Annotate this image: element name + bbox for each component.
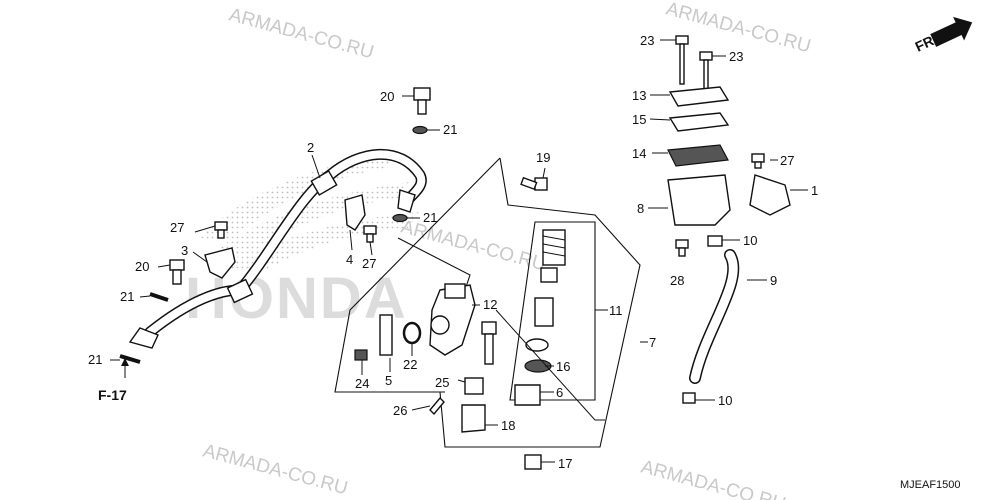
callout-24: 24 [355,376,369,391]
callout-10-bottom: 10 [718,393,732,408]
callout-6: 6 [556,385,563,400]
hose-joint-5 [379,314,393,356]
watermark-center: ARMADA-CO.RU [399,217,548,276]
washer-21-left [149,292,169,302]
page-reference: F-17 [98,358,129,403]
washer-21-top [412,125,428,135]
callout-20-top: 20 [380,89,394,104]
callout-27-left: 27 [362,256,376,271]
diaphragm-plate-15 [668,112,730,132]
callout-5: 5 [385,373,392,388]
reservoir-body-8 [667,174,731,226]
watermark-top-left: ARMADA-CO.RU [227,5,376,64]
callout-14: 14 [632,146,646,161]
callout-9: 9 [770,273,777,288]
callout-22: 22 [403,357,417,372]
callout-2: 2 [307,140,314,155]
callout-21-bottom: 21 [88,352,102,367]
leader-lines [110,39,808,463]
callout-25: 25 [435,375,449,390]
callout-13: 13 [632,88,646,103]
master-cylinder-body [429,283,476,356]
reservoir-cap-13 [668,86,730,107]
group-outline-11 [509,221,596,401]
o-ring-22 [402,321,422,345]
callout-3: 3 [181,243,188,258]
front-direction-arrow: FR. [913,16,973,55]
callout-labels: 23 23 13 15 14 8 27 1 10 28 9 10 2 20 21… [88,33,818,471]
clevis-18 [461,404,486,433]
bolt-27-right [751,153,765,169]
pushrod-joint [481,321,497,365]
diaphragm-14 [667,144,729,167]
boot-6 [514,384,541,406]
hose-clip-10-top [707,235,723,247]
washer-21-bottom [119,354,141,364]
callout-21-left: 21 [120,289,134,304]
page-reference-label: F-17 [98,387,127,403]
hose-clip-10-bottom [682,392,696,404]
piston-kit [525,229,566,352]
callout-8: 8 [637,201,644,216]
callout-21-mid: 21 [423,210,437,225]
reservoir-bracket-1 [749,174,791,216]
callout-7: 7 [649,335,656,350]
group-outline-master-cylinder [334,157,501,393]
bolt-19 [520,176,548,191]
hose-clamp-3 [204,247,236,279]
hose-clamp-4 [344,194,366,231]
bolt-28 [675,239,689,257]
callout-19: 19 [536,150,550,165]
watermark-bottom-left: ARMADA-CO.RU [201,441,350,500]
nut-25 [464,377,484,395]
brake-hose [128,148,427,349]
callout-15: 15 [632,112,646,127]
callout-16: 16 [556,359,570,374]
callout-20-left: 20 [135,259,149,274]
bolt-27-left [363,225,377,243]
honda-wing-logo: HONDA [185,152,420,331]
callout-26: 26 [393,403,407,418]
callout-21-top: 21 [443,122,457,137]
callout-27-clamp: 27 [170,220,184,235]
cotter-pin-26 [429,396,445,416]
diagram-code: MJEAF1500 [900,479,961,491]
callout-23-left: 23 [640,33,654,48]
group-outline-7 [439,157,641,448]
banjo-bolt-top [413,87,431,115]
callout-28: 28 [670,273,684,288]
callout-12: 12 [483,297,497,312]
callout-10-top: 10 [743,233,757,248]
callout-23-right: 23 [729,49,743,64]
watermark-bottom-right: ARMADA-CO.RU [639,457,788,500]
callout-1: 1 [811,183,818,198]
callout-11: 11 [609,303,623,318]
bolt-23-left [675,35,689,85]
screw-24 [354,349,368,361]
joint-pin-17 [524,454,542,470]
callout-27-right: 27 [780,153,794,168]
washer-21-mid [392,213,408,223]
banjo-bolt-left [169,259,185,285]
callout-18: 18 [501,418,515,433]
callout-4: 4 [346,252,353,267]
callout-17: 17 [558,456,572,471]
